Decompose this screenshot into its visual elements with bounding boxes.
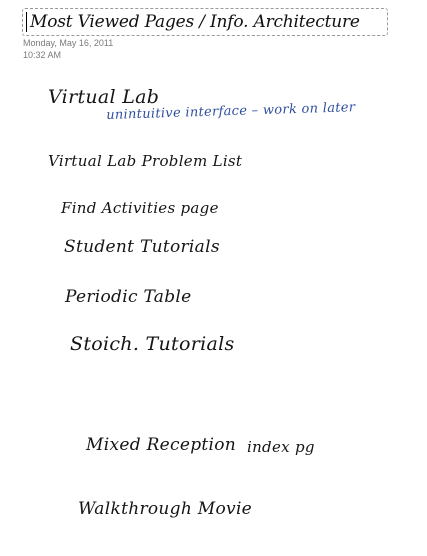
page-title-box[interactable]: Most Viewed Pages / Info. Architecture [22,8,388,36]
note-mixed-reception[interactable]: Mixed Reception [86,435,237,455]
note-virtual-lab-problem-list[interactable]: Virtual Lab Problem List [48,152,243,170]
page-title[interactable]: Most Viewed Pages / Info. Architecture [30,12,360,32]
note-walkthrough-movie[interactable]: Walkthrough Movie [78,499,253,519]
note-student-tutorials[interactable]: Student Tutorials [64,237,220,257]
note-virtual-lab[interactable]: Virtual Lab [48,86,160,108]
note-stoich-tutorials[interactable]: Stoich. Tutorials [70,333,235,355]
note-find-activities-page[interactable]: Find Activities page [61,199,219,217]
text-cursor [26,12,27,32]
note-index-pg[interactable]: index pg [247,438,315,456]
page-time: 10:32 AM [23,50,62,60]
page-date: Monday, May 16, 2011 [23,38,114,48]
note-periodic-table[interactable]: Periodic Table [65,287,192,307]
